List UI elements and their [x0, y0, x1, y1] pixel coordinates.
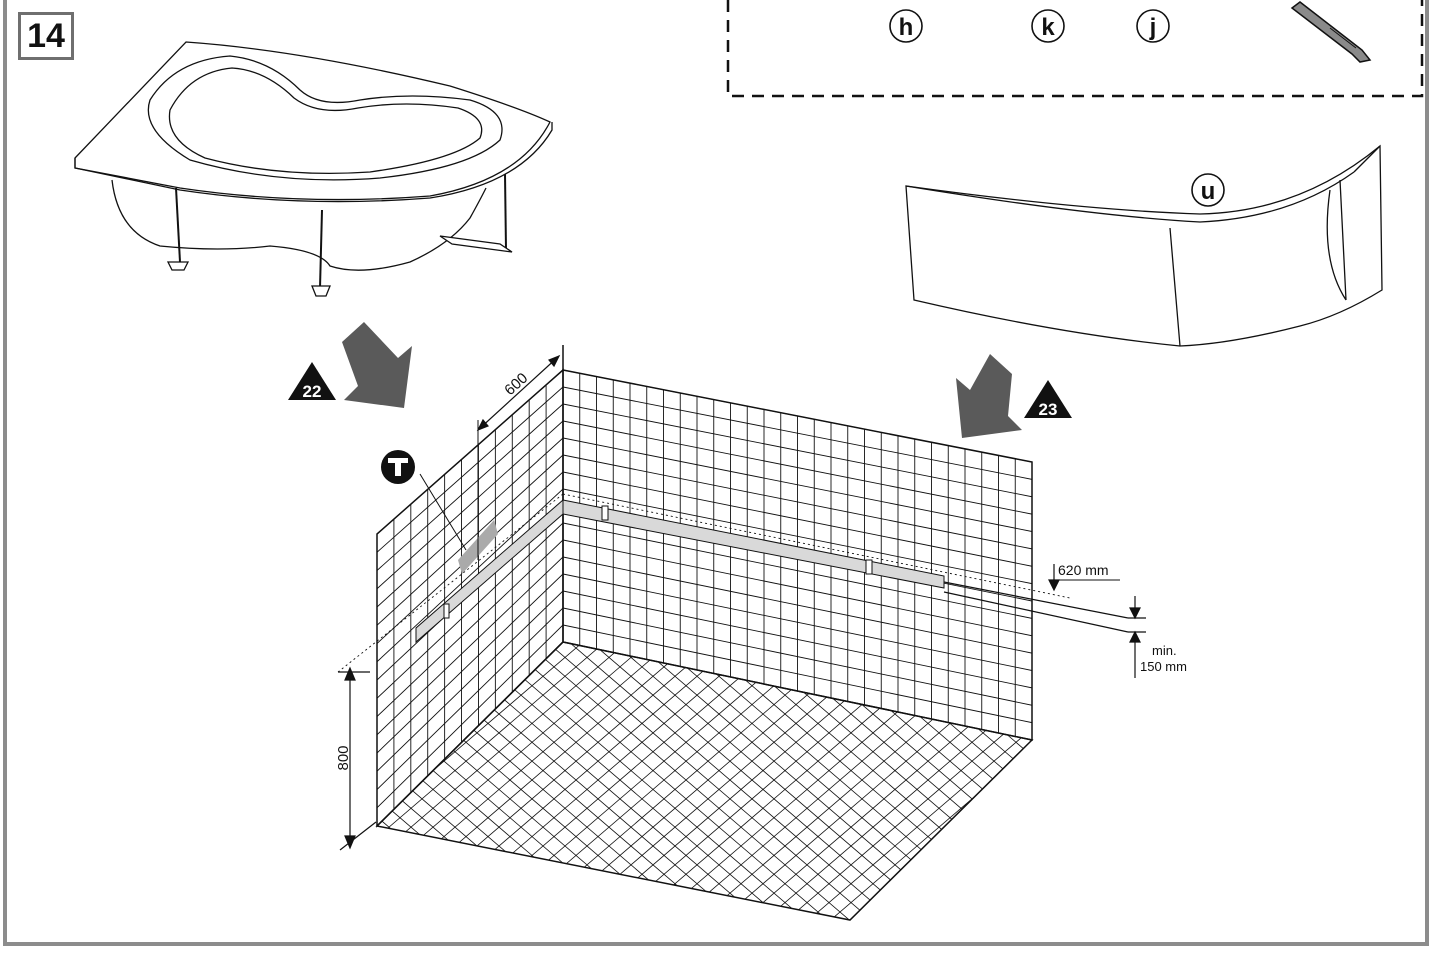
dimension-620: 620 mm: [1048, 562, 1120, 592]
arrow-23: [956, 354, 1022, 438]
step-ref-22: 22: [288, 362, 336, 401]
parts-box: [726, 0, 1424, 98]
part-label-k: k: [1031, 9, 1065, 43]
room-outline: [375, 345, 1034, 921]
svg-text:150 mm: 150 mm: [1140, 659, 1187, 674]
floor-tiles: [377, 642, 1032, 920]
left-wall-tiles: [377, 370, 563, 826]
svg-text:800: 800: [335, 745, 352, 770]
step-ref-23: 23: [1024, 380, 1072, 419]
svg-text:j: j: [1149, 14, 1157, 41]
bathtub-drawing: [74, 41, 553, 297]
part-label-j: j: [1136, 9, 1170, 43]
front-panel-drawing: [905, 144, 1383, 347]
svg-text:22: 22: [303, 382, 322, 401]
svg-text:620 mm: 620 mm: [1058, 562, 1109, 578]
arrow-22: [342, 322, 412, 408]
svg-text:23: 23: [1039, 400, 1058, 419]
page-frame: [3, 0, 1429, 946]
svg-text:k: k: [1041, 14, 1055, 41]
screwdriver-icon: [1290, 1, 1372, 63]
reference-lines: [337, 493, 1071, 673]
svg-text:min.: min.: [1152, 643, 1177, 658]
part-label-u: u: [1191, 173, 1225, 207]
svg-text:h: h: [899, 14, 914, 41]
mounting-rail-left: [415, 498, 564, 644]
mounting-rail-right: [562, 499, 945, 589]
dimension-min-150: min. 150 mm: [1129, 596, 1187, 678]
svg-text:600: 600: [501, 370, 531, 399]
level-lines: [943, 581, 1146, 633]
dimension-800: 800: [335, 666, 377, 851]
water-outlet-icon: [381, 450, 467, 551]
step-number: 14: [18, 12, 74, 60]
part-label-h: h: [889, 9, 923, 43]
svg-text:u: u: [1201, 178, 1216, 205]
